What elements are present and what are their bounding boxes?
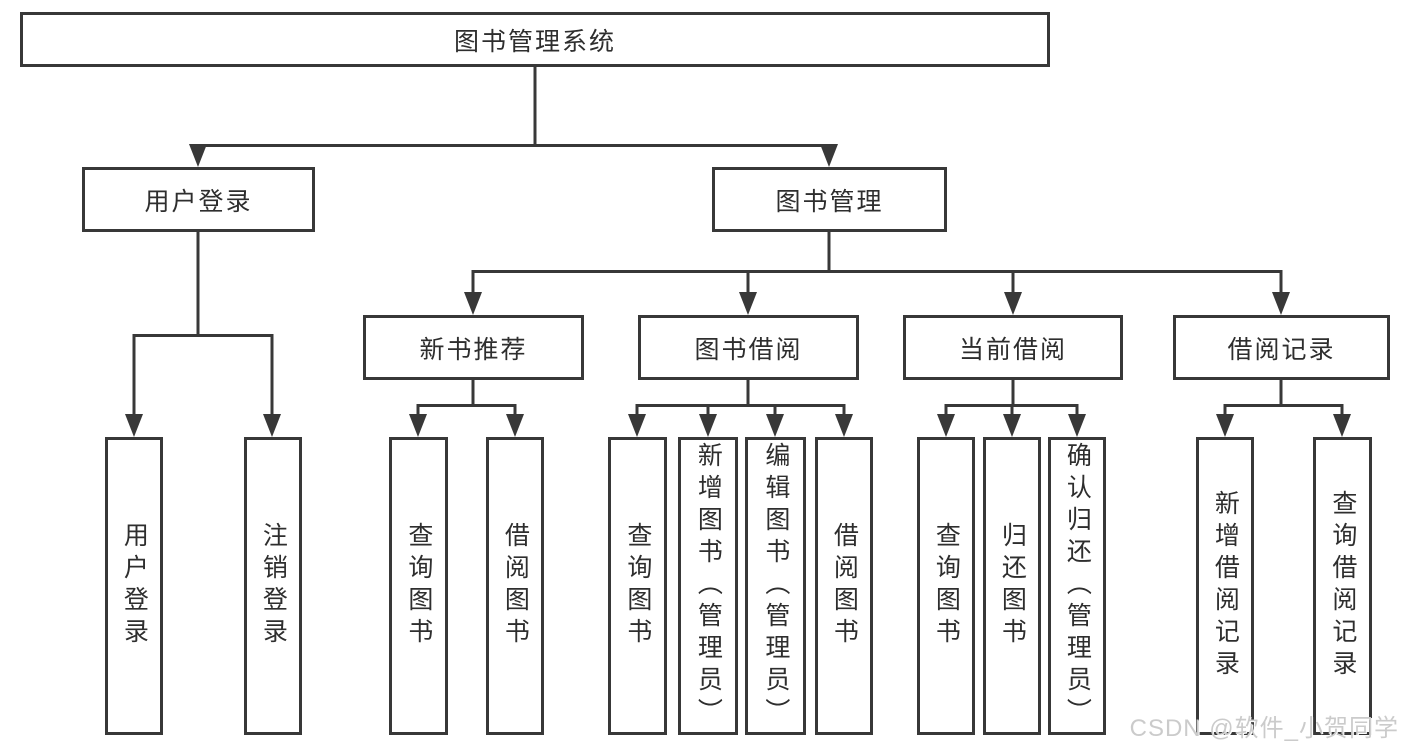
node-label: 图书借阅 bbox=[694, 335, 803, 364]
arrowhead-down-icon bbox=[506, 414, 524, 437]
csdn-watermark: CSDN @软件_小贺同学 bbox=[1129, 715, 1399, 742]
node-label: 新增图书（管理员） bbox=[694, 442, 723, 730]
node-label: 查询图书 bbox=[404, 522, 433, 650]
node-label: 确认归还（管理员） bbox=[1063, 442, 1092, 730]
leaf-recommend-borrow-books: 借阅图书 bbox=[486, 437, 544, 735]
arrowhead-down-icon bbox=[125, 414, 143, 437]
node-label: 借阅图书 bbox=[830, 522, 859, 650]
leaf-borrow-edit-books-admin: 编辑图书（管理员） bbox=[745, 437, 806, 735]
leaf-logout: 注销登录 bbox=[244, 437, 302, 735]
arrowhead-down-icon bbox=[1068, 414, 1086, 437]
node-new-book-recommend: 新书推荐 bbox=[363, 315, 584, 380]
node-label: 查询借阅记录 bbox=[1328, 490, 1357, 682]
node-label: 当前借阅 bbox=[958, 335, 1067, 364]
node-label: 图书管理系统 bbox=[453, 27, 616, 56]
leaf-user-login: 用户登录 bbox=[105, 437, 163, 735]
arrowhead-down-icon bbox=[699, 414, 717, 437]
arrowhead-down-icon bbox=[189, 144, 207, 167]
node-library-management-system: 图书管理系统 bbox=[20, 12, 1050, 67]
node-book-management: 图书管理 bbox=[712, 167, 947, 232]
node-label: 编辑图书（管理员） bbox=[761, 442, 790, 730]
arrowhead-down-icon bbox=[766, 414, 784, 437]
leaf-current-confirm-return-admin: 确认归还（管理员） bbox=[1048, 437, 1106, 735]
arrowhead-down-icon bbox=[628, 414, 646, 437]
leaf-records-add-record: 新增借阅记录 bbox=[1196, 437, 1254, 735]
leaf-current-return-books: 归还图书 bbox=[983, 437, 1041, 735]
node-label: 新增借阅记录 bbox=[1211, 490, 1240, 682]
node-label: 借阅记录 bbox=[1227, 335, 1336, 364]
arrowhead-down-icon bbox=[835, 414, 853, 437]
arrowhead-down-icon bbox=[1004, 292, 1022, 315]
arrowhead-down-icon bbox=[1216, 414, 1234, 437]
node-book-borrowing: 图书借阅 bbox=[638, 315, 859, 380]
leaf-current-query-books: 查询图书 bbox=[917, 437, 975, 735]
node-label: 注销登录 bbox=[259, 522, 288, 650]
arrowhead-down-icon bbox=[1272, 292, 1290, 315]
node-label: 图书管理 bbox=[775, 187, 884, 216]
node-label: 用户登录 bbox=[144, 187, 253, 216]
node-label: 借阅图书 bbox=[501, 522, 530, 650]
leaf-recommend-query-books: 查询图书 bbox=[389, 437, 448, 735]
node-label: 查询图书 bbox=[623, 522, 652, 650]
arrowhead-down-icon bbox=[739, 292, 757, 315]
node-borrowing-records: 借阅记录 bbox=[1173, 315, 1390, 380]
leaf-borrow-query-books: 查询图书 bbox=[608, 437, 667, 735]
node-label: 查询图书 bbox=[932, 522, 961, 650]
arrowhead-down-icon bbox=[464, 292, 482, 315]
node-label: 用户登录 bbox=[120, 522, 149, 650]
node-current-borrowing: 当前借阅 bbox=[903, 315, 1123, 380]
arrowhead-down-icon bbox=[263, 414, 281, 437]
leaf-borrow-borrow-books: 借阅图书 bbox=[815, 437, 873, 735]
arrowhead-down-icon bbox=[409, 414, 427, 437]
arrowhead-down-icon bbox=[1003, 414, 1021, 437]
arrowhead-down-icon bbox=[1333, 414, 1351, 437]
node-user-login: 用户登录 bbox=[82, 167, 315, 232]
leaf-records-query-record: 查询借阅记录 bbox=[1313, 437, 1372, 735]
arrowhead-down-icon bbox=[820, 144, 838, 167]
leaf-borrow-add-books-admin: 新增图书（管理员） bbox=[678, 437, 738, 735]
node-label: 归还图书 bbox=[998, 522, 1027, 650]
node-label: 新书推荐 bbox=[419, 335, 528, 364]
arrowhead-down-icon bbox=[937, 414, 955, 437]
